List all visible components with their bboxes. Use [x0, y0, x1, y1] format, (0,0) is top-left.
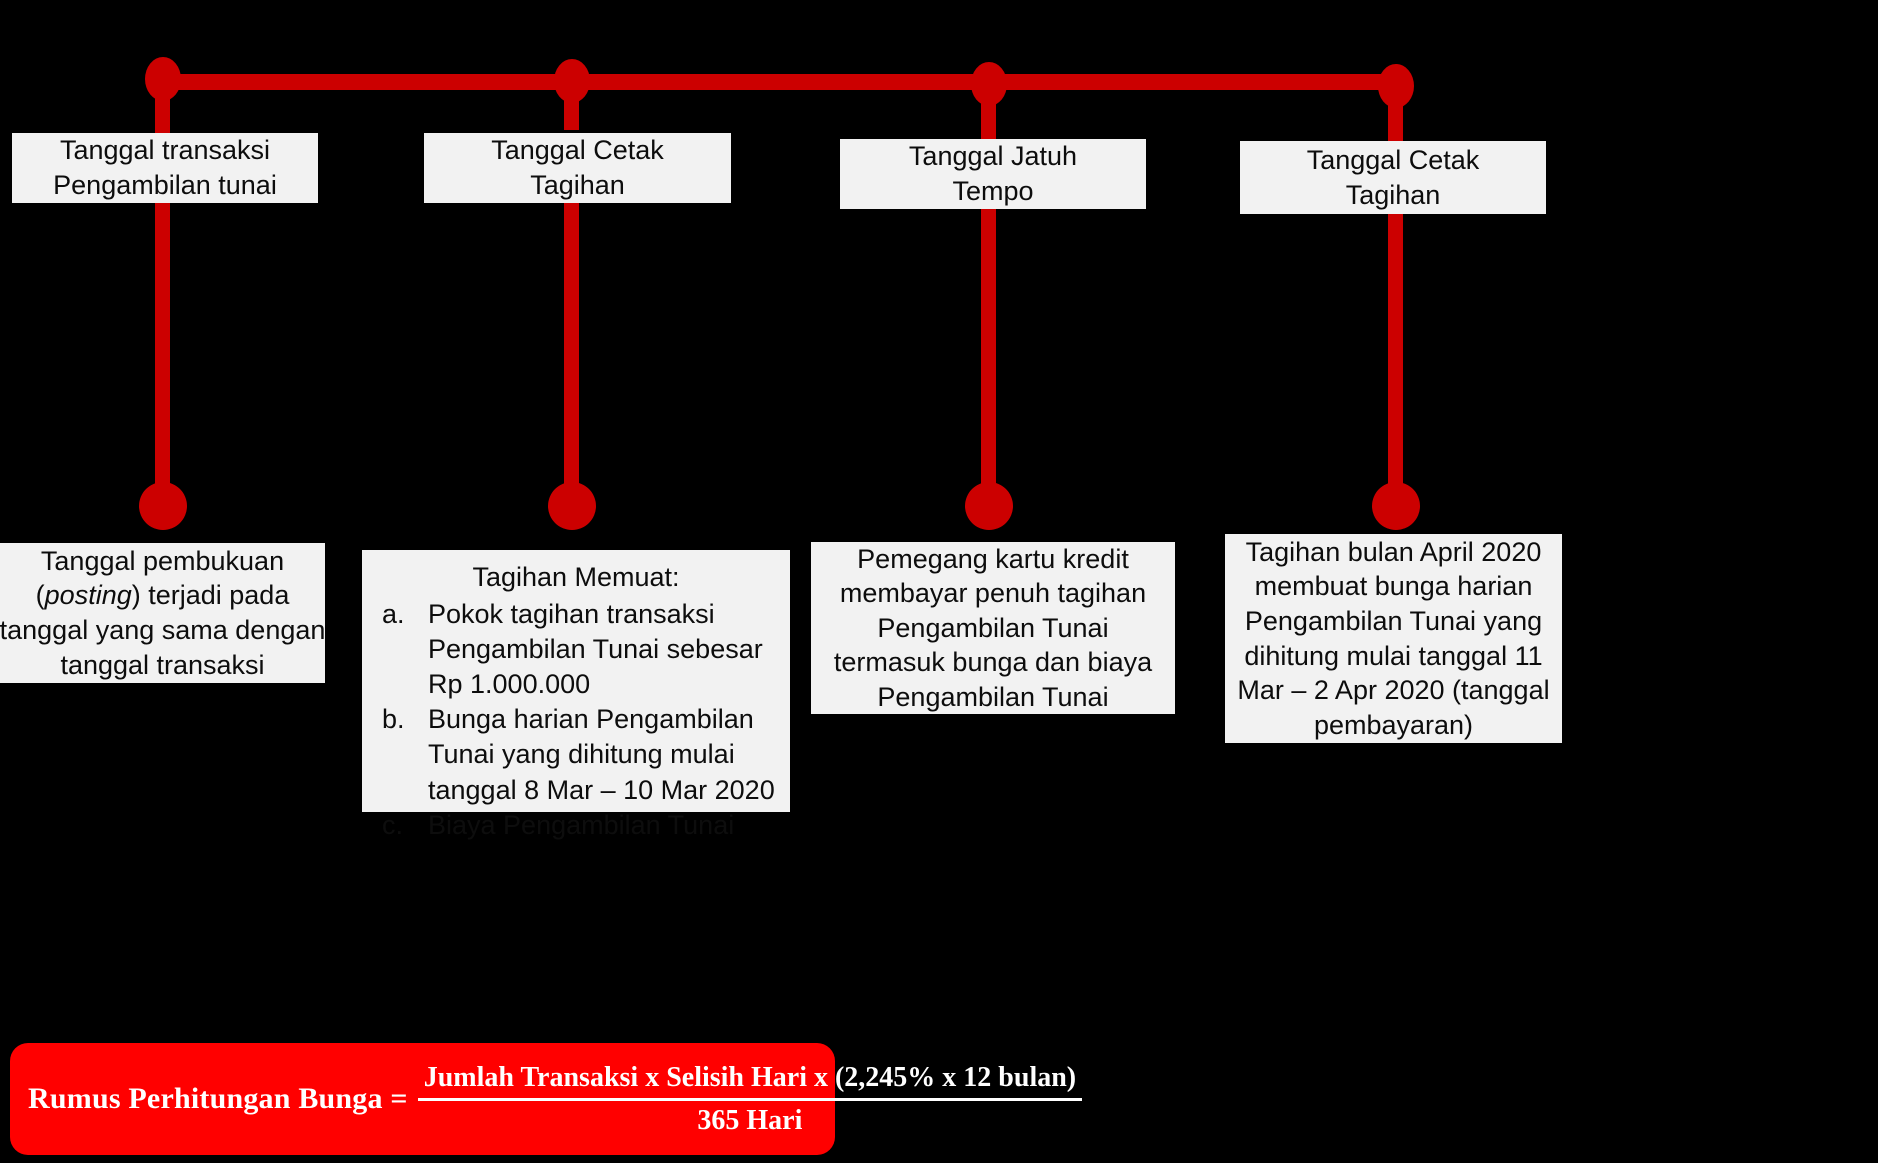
tagihan-april-text: Tagihan bulan April 2020 membuat bunga h… [1237, 536, 1550, 740]
jatuh-tempo-text: Pemegang kartu kredit membayar penuh tag… [833, 543, 1153, 712]
stem-node1-to-topbox1 [155, 90, 170, 140]
top-box-3-line-2: Tempo [952, 176, 1034, 206]
top-box-2: Tanggal Cetak Tagihan [424, 133, 731, 203]
top-box-4-line-2: Tagihan [1345, 179, 1441, 210]
list-text-c: Biaya Pengambilan Tunai [428, 809, 735, 840]
stem-topbox3-to-bottomnode3 [981, 209, 996, 498]
posting-line-2: (posting) terjadi pada [36, 578, 290, 613]
stem-node3-to-topbox3 [981, 92, 996, 140]
formula-numerator: Jumlah Transaksi x Selisih Hari x (2,245… [423, 1061, 1077, 1093]
fraction-bar [417, 1097, 1083, 1101]
stem-topbox1-to-bottomnode1 [155, 203, 170, 498]
top-box-4: Tanggal Cetak Tagihan [1240, 141, 1546, 214]
interest-formula-fraction: Jumlah Transaksi x Selisih Hari x (2,245… [417, 1061, 1083, 1137]
top-box-3-line-1: Tanggal Jatuh [908, 141, 1078, 172]
posting-italic-word: posting [44, 580, 132, 611]
formula-label: Rumus Perhitungan Bunga = [28, 1082, 408, 1115]
list-marker-c: c. [382, 809, 404, 840]
bottom-node-4[interactable] [1372, 482, 1420, 530]
list-title: Tagihan Memuat: [472, 562, 680, 592]
list-marker-a: a. [382, 599, 405, 630]
posting-line-1: Tanggal pembukuan [40, 545, 285, 576]
top-box-2-line-1: Tanggal Cetak [491, 135, 664, 166]
bottom-node-2[interactable] [548, 482, 596, 530]
stem-topbox2-to-bottomnode2 [564, 203, 579, 498]
top-box-4-line-1: Tanggal Cetak [1306, 144, 1480, 175]
timeline-rail [160, 74, 1400, 90]
bottom-box-jatuh-tempo: Pemegang kartu kredit membayar penuh tag… [811, 542, 1175, 714]
posting-line-4: tanggal transaksi [60, 649, 265, 680]
formula-banner: Rumus Perhitungan Bunga = Jumlah Transak… [10, 1043, 1083, 1155]
list-item: a. Pokok tagihan transaksi Pengambilan T… [374, 597, 778, 702]
formula-denominator: 365 Hari [697, 1104, 803, 1136]
list-text-b: Bunga harian Pengambilan Tunai yang dihi… [428, 704, 775, 805]
list-marker-b: b. [382, 704, 405, 735]
top-box-3: Tanggal Jatuh Tempo [840, 139, 1146, 209]
bottom-node-3[interactable] [965, 482, 1013, 530]
bottom-box-tagihan-april: Tagihan bulan April 2020 membuat bunga h… [1225, 534, 1562, 743]
top-box-1: Tanggal transaksi Pengambilan tunai [12, 133, 318, 203]
posting-line-3: tanggal yang sama dengan [0, 615, 326, 645]
posting-line2-rest: ) terjadi pada [131, 580, 290, 611]
list-item: c. Biaya Pengambilan Tunai [374, 808, 778, 843]
bottom-box-posting: Tanggal pembukuan (posting) terjadi pada… [0, 543, 325, 683]
top-box-1-line-1: Tanggal transaksi [59, 135, 271, 166]
stem-topbox4-to-bottomnode4 [1388, 214, 1403, 498]
stem-node4-to-topbox4 [1388, 94, 1403, 144]
bottom-box-tagihan-memuat: Tagihan Memuat: a. Pokok tagihan transak… [362, 550, 790, 840]
list-item: b. Bunga harian Pengambilan Tunai yang d… [374, 702, 778, 807]
stem-node2-to-topbox2 [564, 90, 579, 130]
list-text-a: Pokok tagihan transaksi Pengambilan Tuna… [428, 599, 763, 700]
posting-paren-open: ( [35, 580, 45, 611]
top-box-2-line-2: Tagihan [530, 170, 625, 200]
top-box-1-line-2: Pengambilan tunai [53, 170, 277, 200]
bottom-node-1[interactable] [139, 482, 187, 530]
